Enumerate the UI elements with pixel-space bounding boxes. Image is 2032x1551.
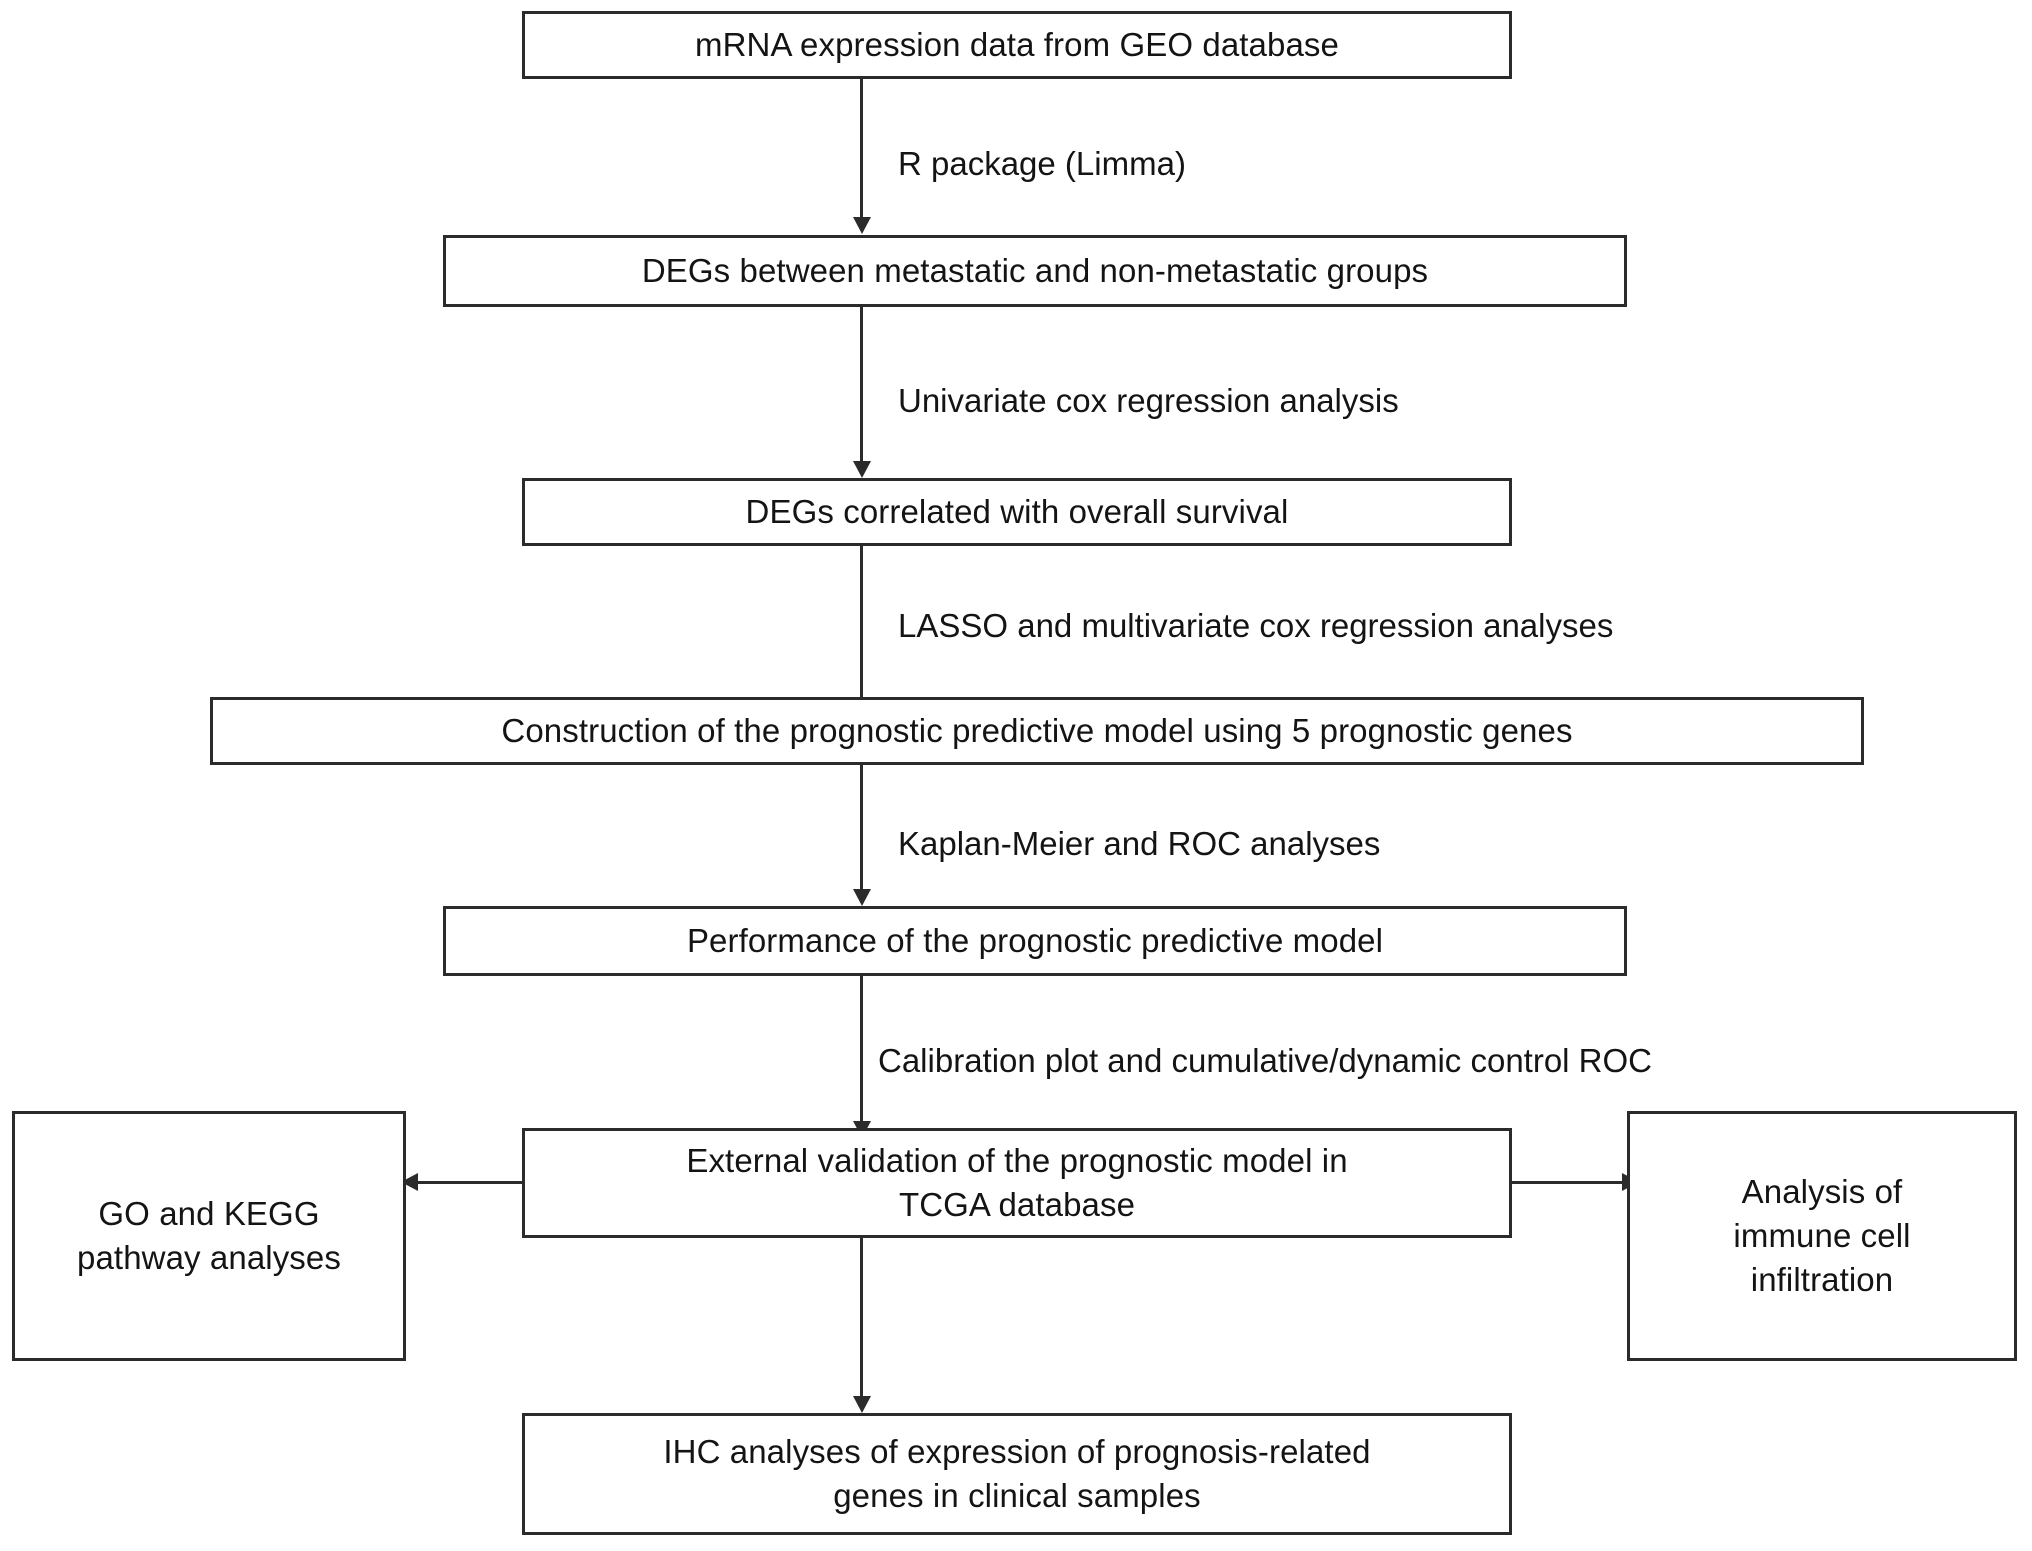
node-ihc-analyses-clinical-samples[interactable]: IHC analyses of expression of prognosis-…: [522, 1413, 1512, 1535]
node-degs-overall-survival[interactable]: DEGs correlated with overall survival: [522, 478, 1512, 546]
edge-connector-line: [860, 765, 863, 889]
node-immune-cell-infiltration[interactable]: Analysis of immune cell infiltration: [1627, 1111, 2017, 1361]
edge-label-kaplan-meier-roc: Kaplan-Meier and ROC analyses: [898, 825, 1381, 862]
edge-connector-line: [860, 976, 863, 1121]
edge-label-lasso-multivariate: LASSO and multivariate cox regression an…: [898, 607, 1614, 644]
edge-arrowhead-icon: [853, 217, 871, 234]
edge-arrowhead-icon: [853, 1396, 871, 1413]
node-label: GO and KEGG pathway analyses: [77, 1194, 341, 1276]
edge-connector-line: [860, 307, 863, 461]
edge-connector-line: [860, 79, 863, 217]
node-label: External validation of the prognostic mo…: [686, 1141, 1348, 1223]
node-label: IHC analyses of expression of prognosis-…: [663, 1432, 1371, 1514]
node-label: Construction of the prognostic predictiv…: [501, 711, 1573, 749]
edge-connector-line: [418, 1181, 524, 1184]
node-label: DEGs correlated with overall survival: [745, 492, 1289, 530]
node-label: DEGs between metastatic and non-metastat…: [641, 251, 1429, 289]
node-mrna-expression-data[interactable]: mRNA expression data from GEO database: [522, 11, 1512, 79]
node-label: mRNA expression data from GEO database: [695, 25, 1339, 63]
edge-arrowhead-icon: [853, 461, 871, 478]
node-external-validation-tcga[interactable]: External validation of the prognostic mo…: [522, 1128, 1512, 1238]
edge-connector-line: [860, 546, 863, 700]
edge-label-univariate-cox: Univariate cox regression analysis: [898, 382, 1399, 419]
node-label: Performance of the prognostic predictive…: [686, 921, 1384, 959]
edge-arrowhead-icon: [853, 889, 871, 906]
node-go-kegg-pathway-analyses[interactable]: GO and KEGG pathway analyses: [12, 1111, 406, 1361]
node-label: Analysis of immune cell infiltration: [1733, 1172, 1911, 1299]
node-performance-prognostic-model[interactable]: Performance of the prognostic predictive…: [443, 906, 1627, 976]
edge-connector-line: [1510, 1181, 1622, 1184]
node-degs-metastatic-groups[interactable]: DEGs between metastatic and non-metastat…: [443, 235, 1627, 307]
edge-label-r-package: R package (Limma): [898, 145, 1186, 182]
edge-label-calibration-plot: Calibration plot and cumulative/dynamic …: [878, 1042, 1653, 1079]
edge-connector-line: [860, 1238, 863, 1396]
node-construction-prognostic-model[interactable]: Construction of the prognostic predictiv…: [210, 697, 1864, 765]
